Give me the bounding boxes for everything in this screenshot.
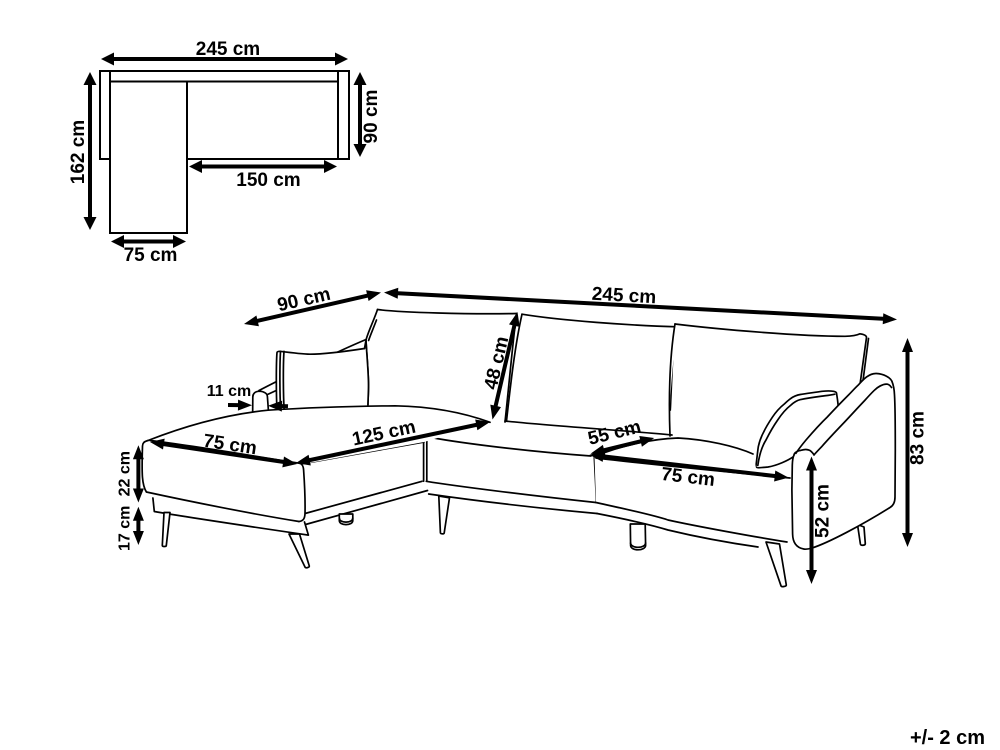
svg-text:83 cm: 83 cm xyxy=(908,411,929,465)
svg-text:11 cm: 11 cm xyxy=(207,383,251,400)
svg-text:52 cm: 52 cm xyxy=(813,484,834,538)
svg-text:150 cm: 150 cm xyxy=(236,170,300,191)
svg-text:90 cm: 90 cm xyxy=(361,90,382,144)
svg-text:245 cm: 245 cm xyxy=(196,39,260,60)
svg-text:22 cm: 22 cm xyxy=(117,451,134,496)
svg-text:245 cm: 245 cm xyxy=(591,284,657,309)
svg-text:17 cm: 17 cm xyxy=(116,506,133,551)
svg-text:75 cm: 75 cm xyxy=(124,245,178,266)
svg-text:+/- 2 cm: +/- 2 cm xyxy=(910,727,985,749)
svg-text:162 cm: 162 cm xyxy=(68,120,89,184)
